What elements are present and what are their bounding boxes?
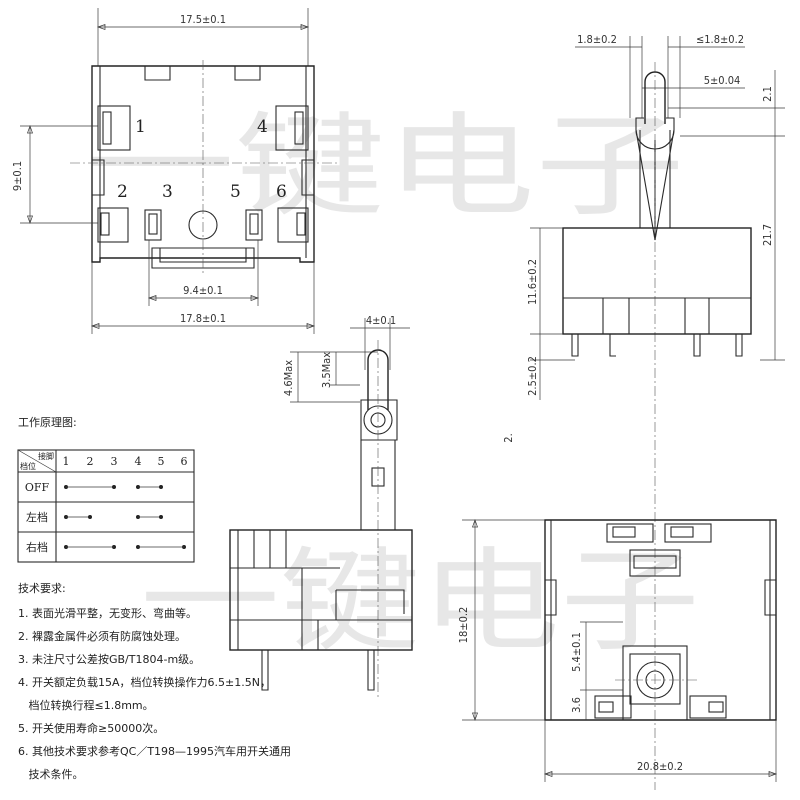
pin-label-6: 6	[276, 182, 287, 202]
requirement-1: 1. 表面光滑平整，无变形、弯曲等。	[18, 606, 197, 620]
dim-max-b: 3.5Max	[320, 352, 333, 388]
requirement-6: 6. 其他技术要求参考QC／T198—1995汽车用开关通用	[18, 744, 291, 758]
pin-label-5: 5	[230, 182, 241, 202]
dim-lever-width: 4±0.1	[366, 314, 396, 327]
front-view: 17.5±0.1 9	[11, 8, 338, 334]
requirements-title: 技术要求:	[18, 582, 66, 595]
watermark: 一键电子 一键电子	[85, 102, 700, 667]
watermark-text-top: 一键电子	[85, 102, 685, 232]
dim-offset: 3.6	[570, 697, 583, 713]
dim-body: 11.6±0.2	[526, 259, 539, 305]
dim-pin-span: 9.4±0.1	[183, 284, 223, 297]
column-5: 5	[158, 455, 165, 468]
row-left: 左档	[26, 510, 48, 524]
requirement-4: 4. 开关额定负载15A，档位转换操作力6.5±1.5N，	[18, 675, 271, 689]
dim-top-width: 17.5±0.1	[180, 13, 226, 26]
pin-label-1: 1	[135, 117, 146, 137]
dim-total: 21.7	[761, 224, 774, 246]
column-2: 2	[87, 455, 94, 468]
dim-pins: 2.5±0.2	[526, 356, 539, 396]
watermark-text-bottom: 一键电子	[140, 537, 700, 667]
dim-lever: 5±0.04	[704, 74, 741, 87]
section-mark: 2.	[502, 433, 515, 442]
side-view: 1.8±0.2 ≤1.8±0.2 5±0.04 2.1 21.7 11.6±0.…	[502, 33, 785, 790]
column-1: 1	[63, 455, 70, 468]
dim-height: 9±0.1	[11, 161, 24, 191]
dim-hole: 5.4±0.1	[570, 632, 583, 672]
dim-max-a: 4.6Max	[282, 360, 295, 396]
principle-title: 工作原理图:	[18, 416, 77, 429]
pin-label-4: 4	[257, 117, 268, 137]
requirement-6-cont: 技术条件。	[18, 767, 84, 781]
pin-label-3: 3	[162, 182, 173, 202]
dim-side-left: 1.8±0.2	[577, 33, 617, 46]
row-right: 右档	[26, 540, 48, 554]
requirement-2: 2. 裸露金属件必须有防腐蚀处理。	[18, 629, 186, 643]
center-view: 4±0.1 4.6Max 3.5Max	[229, 314, 413, 700]
requirement-5: 5. 开关使用寿命≥50000次。	[18, 721, 164, 735]
requirement-4-cont: 档位转换行程≤1.8mm。	[18, 698, 154, 712]
row-off: OFF	[25, 481, 50, 494]
dim-side-right: ≤1.8±0.2	[696, 33, 744, 46]
corner-header-positions: 档位	[20, 461, 36, 471]
requirement-3: 3. 未注尺寸公差按GB/T1804-m级。	[18, 652, 200, 666]
principle-diagram: 工作原理图: 接脚 档位 1 2 3 4 5 6 OFF 左档 右档	[17, 416, 195, 563]
corner-header-pins: 接脚	[38, 451, 54, 461]
technical-requirements: 技术要求: 1. 表面光滑平整，无变形、弯曲等。 2. 裸露金属件必须有防腐蚀处…	[18, 582, 291, 781]
dim-bottom-height: 18±0.2	[457, 607, 470, 644]
column-6: 6	[181, 455, 188, 468]
dim-tip: 2.1	[761, 86, 774, 102]
column-3: 3	[111, 455, 118, 468]
column-4: 4	[135, 455, 142, 468]
bottom-view: 18±0.2 5.4±0.1 3.6 20.8±0.2	[457, 518, 778, 782]
dim-bottom-width: 17.8±0.1	[180, 312, 226, 325]
pin-label-2: 2	[117, 182, 128, 202]
dim-bottom-width: 20.8±0.2	[637, 760, 683, 773]
